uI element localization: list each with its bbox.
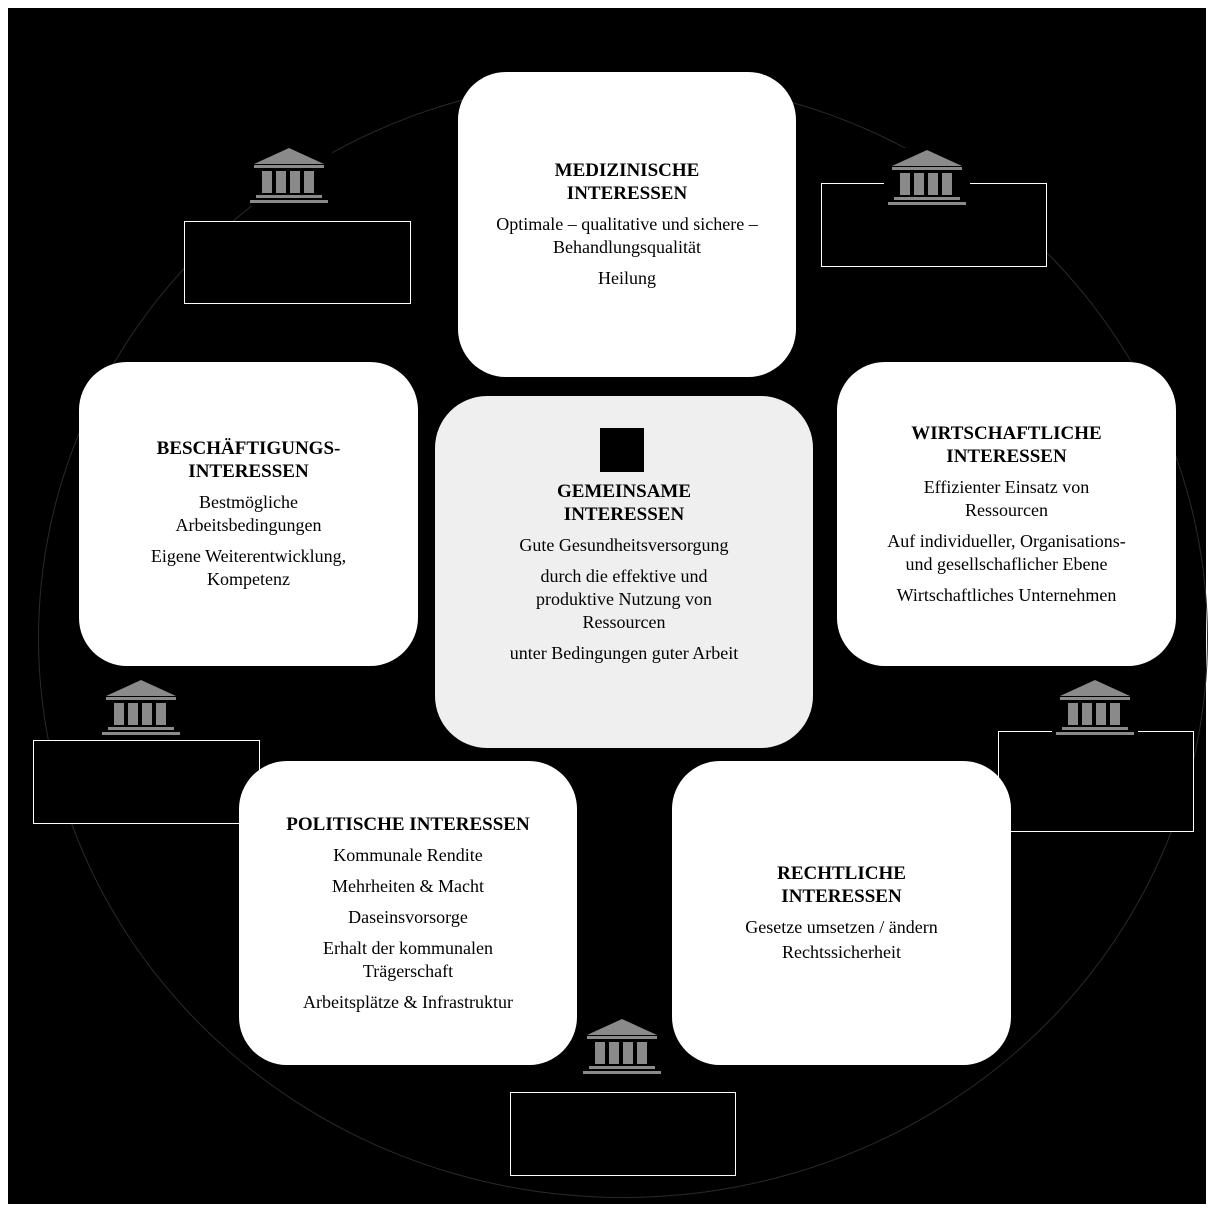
institution-icon: [98, 678, 184, 738]
title-line: INTERESSEN: [781, 886, 902, 907]
title-line: MEDIZINISCHE: [554, 160, 700, 181]
card-title: GEMEINSAME INTERESSEN: [557, 480, 691, 526]
card-line: Kommunale Rendite: [333, 844, 483, 865]
card-line: Heilung: [598, 268, 656, 288]
card-line: unter Bedingungen guter Arbeit: [509, 642, 739, 663]
card-employment-interests: BESCHÄFTIGUNGS- INTERESSEN Bestmögliche …: [79, 362, 418, 666]
card-line: Wirtschaftliches Unternehmen: [896, 584, 1117, 605]
card-line: Daseinsvorsorge: [348, 906, 468, 927]
title-line: GEMEINSAME: [556, 480, 692, 502]
label-box-bottom: [510, 1092, 736, 1176]
center-marker: [600, 428, 644, 472]
title-line: WIRTSCHAFTLICHE: [911, 422, 1102, 444]
card-line: Optimale – qualitative und sichere – Beh…: [496, 214, 758, 257]
card-line: Mehrheiten & Macht: [332, 875, 484, 896]
card-title: WIRTSCHAFTLICHE INTERESSEN: [911, 422, 1101, 468]
label-box-right: [998, 731, 1194, 832]
title-line: POLITISCHE INTERESSEN: [286, 813, 530, 835]
institution-icon: [579, 1017, 665, 1077]
card-medical-interests: MEDIZINISCHE INTERESSEN Optimale – quali…: [458, 72, 796, 377]
card-political-interests: POLITISCHE INTERESSEN Kommunale Rendite …: [239, 761, 577, 1065]
card-line: Auf individueller, Organisations- und ge…: [887, 530, 1126, 574]
card-line: Eigene Weiterentwicklung, Kompetenz: [150, 546, 347, 589]
card-economic-interests: WIRTSCHAFTLICHE INTERESSEN Effizienter E…: [837, 362, 1176, 666]
label-box-left: [33, 740, 260, 824]
title-line: INTERESSEN: [188, 461, 309, 482]
title-line: INTERESSEN: [563, 503, 685, 525]
card-line: Effizienter Einsatz von Ressourcen: [923, 476, 1090, 520]
institution-icon: [246, 146, 332, 206]
card-title: RECHTLICHE INTERESSEN: [777, 862, 906, 908]
card-line: durch die effektive und produktive Nutzu…: [536, 565, 712, 632]
card-common-interests: GEMEINSAME INTERESSEN Gute Gesundheitsve…: [435, 396, 813, 748]
card-title: BESCHÄFTIGUNGS- INTERESSEN: [157, 437, 341, 483]
title-line: RECHTLICHE: [777, 863, 906, 884]
card-line: Bestmögliche Arbeitsbedingungen: [175, 492, 322, 535]
card-title: POLITISCHE INTERESSEN: [286, 813, 529, 836]
institution-icon: [884, 148, 970, 208]
card-line: Rechtssicherheit: [782, 942, 901, 962]
card-line: Erhalt der kommunalen Trägerschaft: [323, 937, 493, 981]
card-title: MEDIZINISCHE INTERESSEN: [555, 159, 700, 205]
institution-icon: [1052, 678, 1138, 738]
card-line: Gute Gesundheitsversorgung: [519, 534, 729, 555]
card-line: Arbeitsplätze & Infrastruktur: [303, 991, 513, 1012]
title-line: INTERESSEN: [946, 445, 1067, 467]
title-line: INTERESSEN: [566, 183, 688, 204]
label-box-top-left: [184, 221, 411, 304]
card-line: Gesetze umsetzen / ändern: [745, 917, 938, 937]
card-legal-interests: RECHTLICHE INTERESSEN Gesetze umsetzen /…: [672, 761, 1011, 1065]
title-line: BESCHÄFTIGUNGS-: [156, 438, 341, 459]
